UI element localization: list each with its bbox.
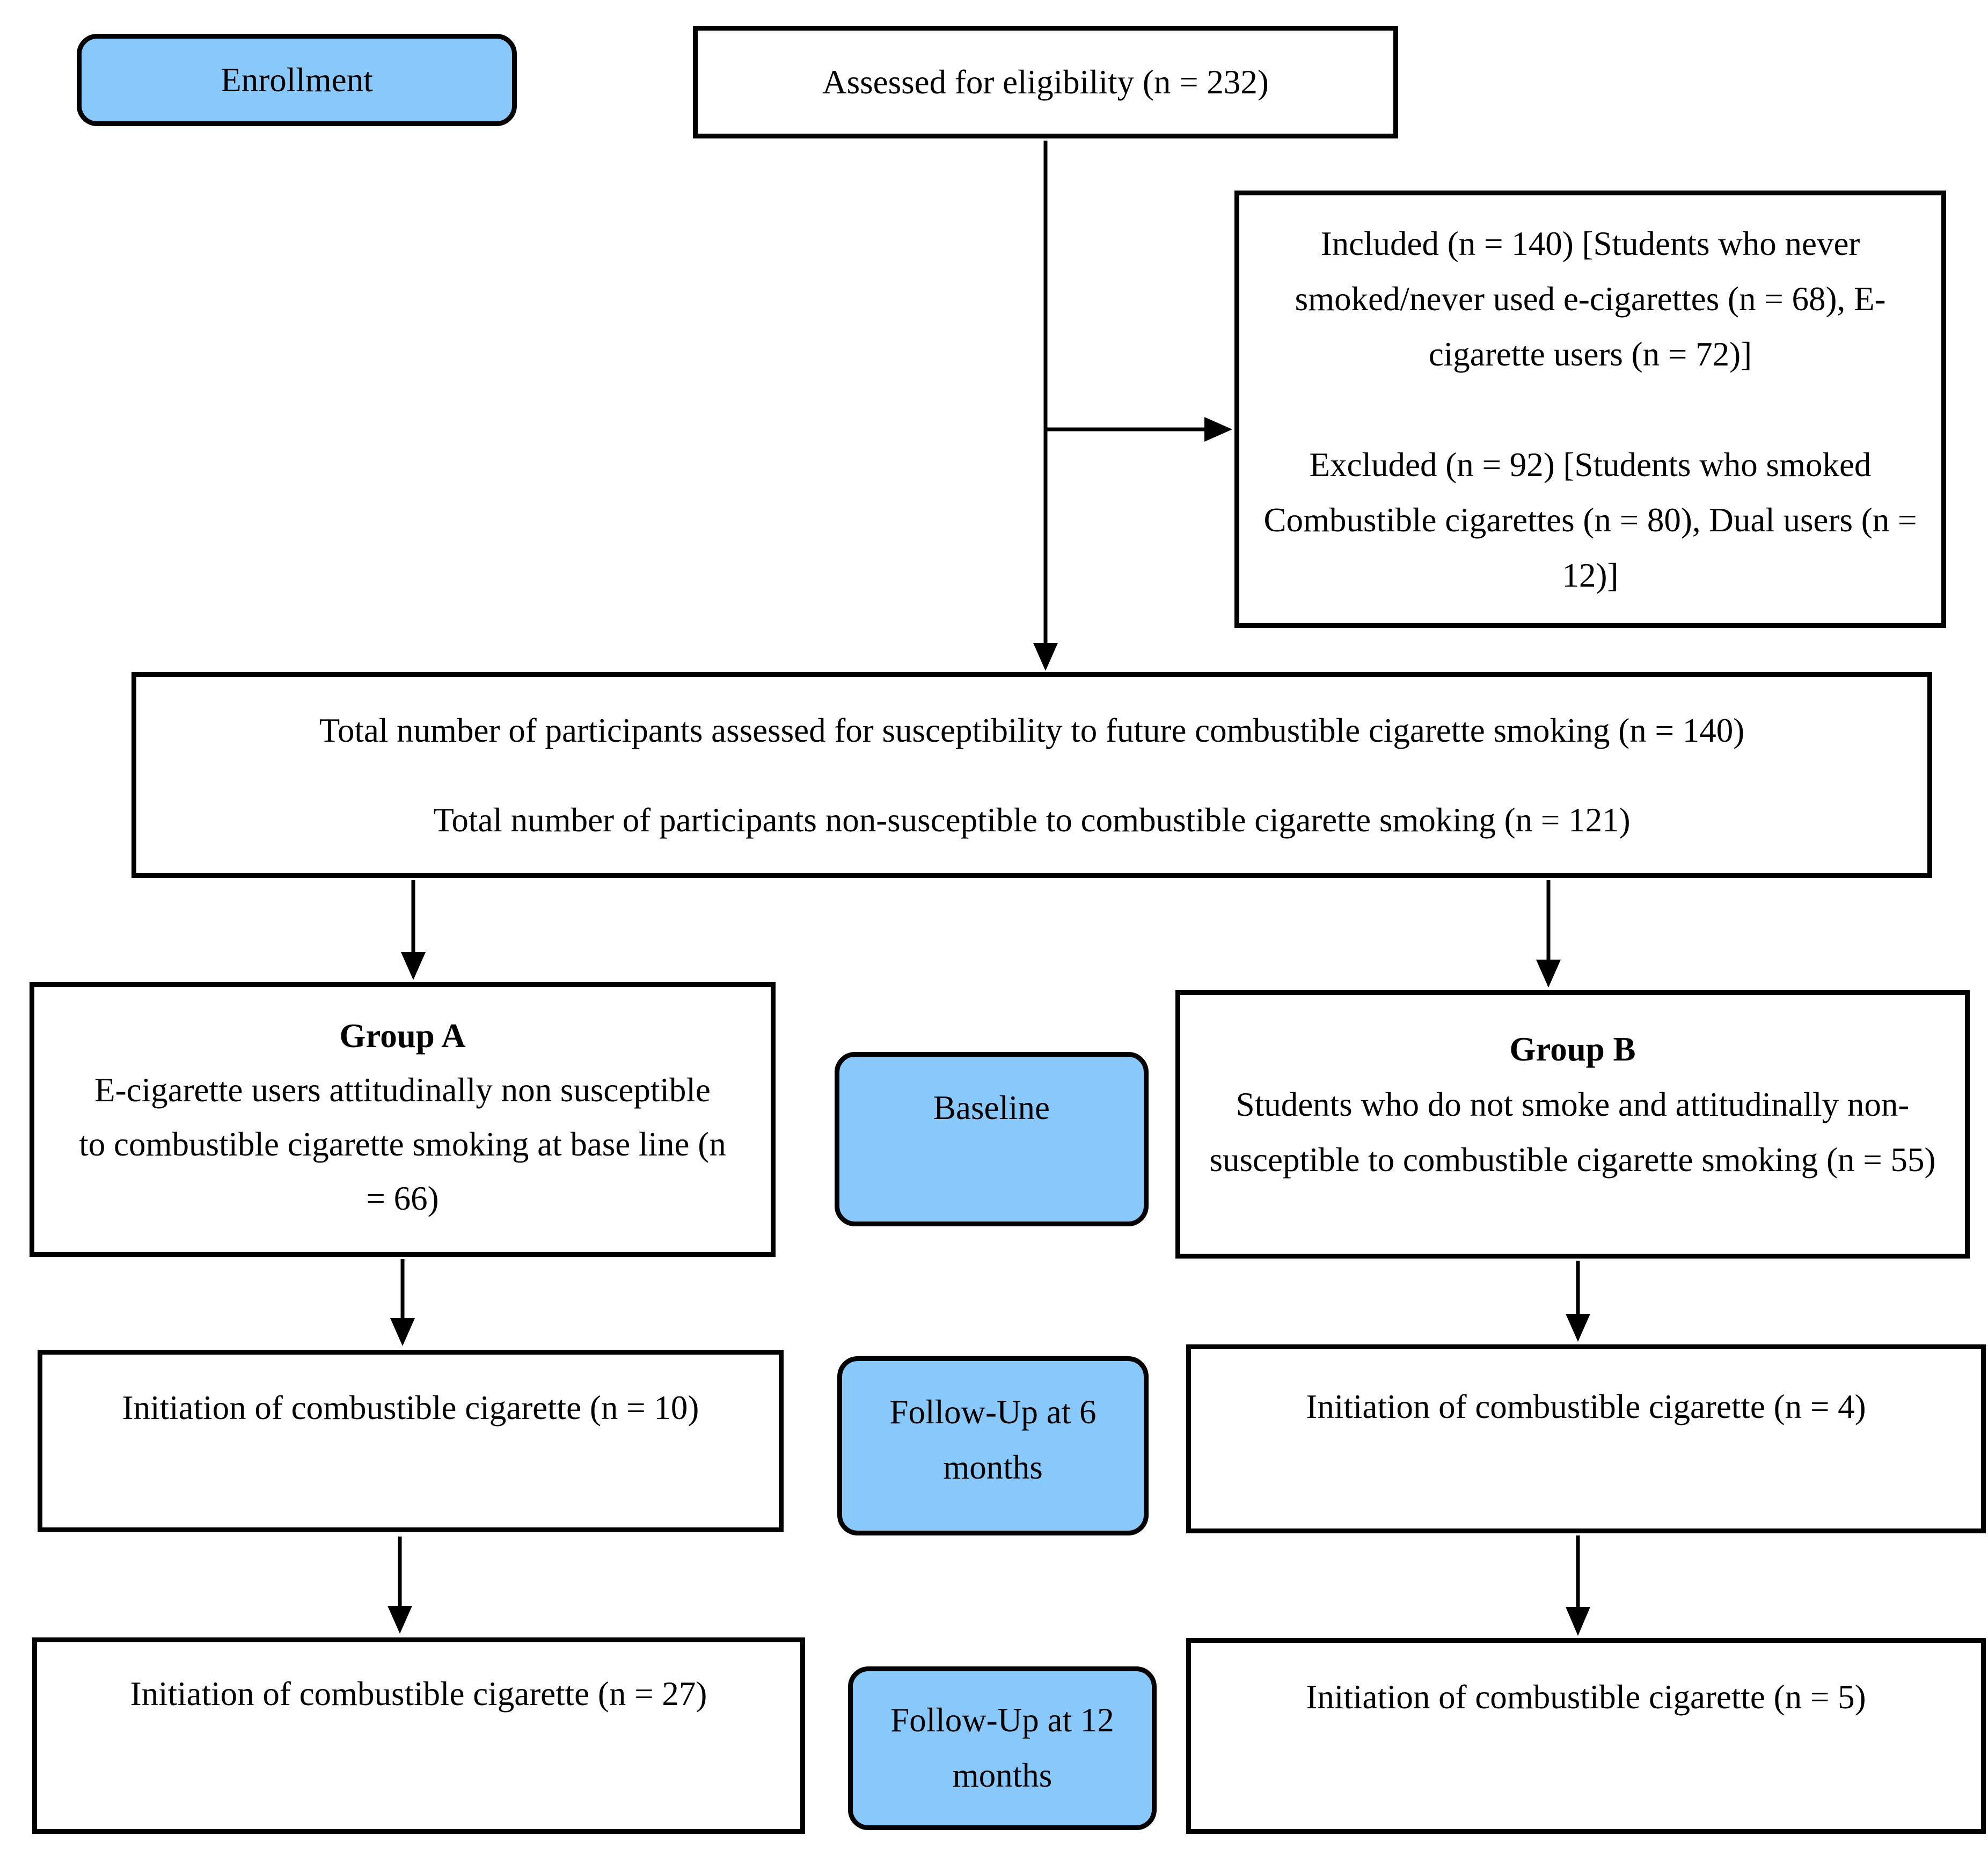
followup-6-months-label: Follow-Up at 6 months — [889, 1393, 1097, 1486]
arrow-totals-to-group-b — [1536, 880, 1561, 988]
group-b-title: Group B — [1509, 1030, 1636, 1068]
followup-12-months-label: Follow-Up at 12 months — [890, 1701, 1114, 1794]
baseline-stage-box: Baseline — [835, 1052, 1149, 1226]
assessed-eligibility-text: Assessed for eligibility (n = 232) — [822, 63, 1269, 101]
susceptibility-totals-box: Total number of participants assessed fo… — [131, 672, 1932, 878]
totals-assessed-text: Total number of participants assessed fo… — [319, 712, 1745, 749]
initiation-12mo-group-b-text: Initiation of combustible cigarette (n =… — [1306, 1678, 1866, 1716]
totals-non-susceptible-text: Total number of participants non-suscept… — [433, 801, 1631, 839]
initiation-12mo-group-b-box: Initiation of combustible cigarette (n =… — [1186, 1638, 1986, 1834]
followup-12-months-stage-box: Follow-Up at 12 months — [848, 1666, 1157, 1830]
arrow-group-a-to-6mo — [390, 1259, 415, 1346]
included-excluded-box: Included (n = 140) [Students who never s… — [1234, 191, 1946, 628]
enrollment-stage-box: Enrollment — [77, 34, 517, 126]
baseline-stage-label: Baseline — [933, 1089, 1050, 1127]
group-a-title: Group A — [339, 1017, 466, 1055]
group-b-description: Students who do not smoke and attitudina… — [1209, 1086, 1936, 1179]
arrow-group-b-to-6mo — [1566, 1261, 1590, 1342]
enrollment-stage-label: Enrollment — [221, 61, 373, 99]
arrow-6mo-to-12mo-group-b — [1566, 1535, 1590, 1636]
initiation-6mo-group-a-text: Initiation of combustible cigarette (n =… — [122, 1389, 699, 1427]
included-text: Included (n = 140) [Students who never s… — [1295, 225, 1886, 373]
initiation-6mo-group-a-box: Initiation of combustible cigarette (n =… — [38, 1350, 784, 1532]
arrow-totals-to-group-a — [401, 880, 426, 980]
arrow-assessed-to-totals — [1033, 141, 1058, 671]
arrow-6mo-to-12mo-group-a — [388, 1537, 412, 1634]
excluded-text: Excluded (n = 92) [Students who smoked C… — [1263, 446, 1917, 594]
arrow-branch-to-screening — [1046, 417, 1232, 442]
group-a-description: E-cigarette users attitudinally non susc… — [79, 1071, 726, 1217]
assessed-eligibility-box: Assessed for eligibility (n = 232) — [693, 26, 1398, 138]
group-a-box: Group A E-cigarette users attitudinally … — [30, 982, 776, 1257]
group-b-box: Group B Students who do not smoke and at… — [1175, 990, 1970, 1259]
followup-6-months-stage-box: Follow-Up at 6 months — [837, 1356, 1149, 1535]
initiation-12mo-group-a-text: Initiation of combustible cigarette (n =… — [130, 1675, 707, 1713]
initiation-6mo-group-b-text: Initiation of combustible cigarette (n =… — [1306, 1388, 1866, 1425]
initiation-12mo-group-a-box: Initiation of combustible cigarette (n =… — [32, 1637, 805, 1834]
initiation-6mo-group-b-box: Initiation of combustible cigarette (n =… — [1186, 1344, 1986, 1533]
